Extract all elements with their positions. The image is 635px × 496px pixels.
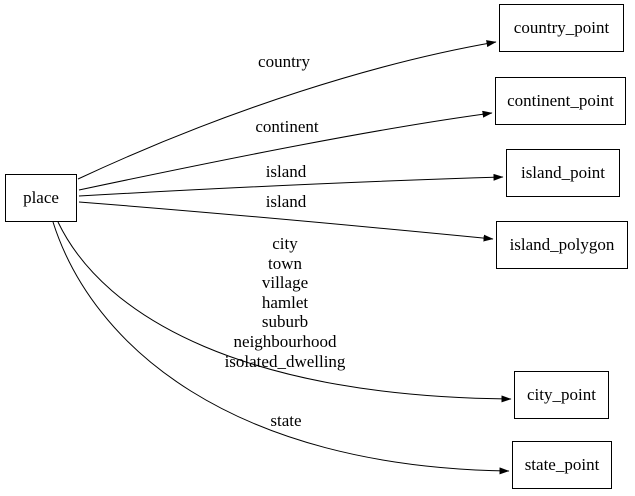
edge-place-island-polygon bbox=[78, 201, 494, 242]
node-continent-point: continent_point bbox=[495, 77, 626, 125]
edge-label-town: town bbox=[268, 253, 302, 273]
edge-label-isolated-dwelling: isolated_dwelling bbox=[224, 351, 346, 371]
node-island-point-label: island_point bbox=[520, 163, 606, 182]
node-place-label: place bbox=[23, 188, 59, 207]
edge-label-state: state bbox=[270, 411, 302, 430]
edge-label-neighbourhood: neighbourhood bbox=[233, 331, 337, 351]
node-country-point: country_point bbox=[499, 4, 624, 52]
edge-place-island-point bbox=[78, 173, 504, 197]
edge-label-city-group: city town village hamlet suburb neighbou… bbox=[225, 234, 346, 371]
node-state-point: state_point bbox=[512, 441, 612, 489]
node-country-point-label: country_point bbox=[513, 18, 610, 37]
node-place: place bbox=[5, 174, 77, 222]
edge-label-continent: continent bbox=[255, 117, 319, 136]
edge-label-island-1: island bbox=[265, 162, 307, 181]
edge-label-hamlet: hamlet bbox=[261, 292, 309, 312]
node-island-polygon-label: island_polygon bbox=[509, 235, 615, 254]
node-continent-point-label: continent_point bbox=[507, 91, 614, 110]
edge-place-country-point bbox=[77, 40, 497, 180]
node-state-point-label: state_point bbox=[524, 455, 600, 474]
edge-label-island-2: island bbox=[265, 192, 307, 211]
edge-place-state-point bbox=[52, 221, 510, 475]
edge-label-suburb: suburb bbox=[261, 312, 309, 332]
edge-label-country: country bbox=[258, 52, 310, 71]
edge-place-city-point bbox=[57, 221, 512, 403]
edge-place-continent-point bbox=[78, 110, 493, 191]
edge-label-village: village bbox=[261, 273, 309, 293]
node-island-polygon: island_polygon bbox=[496, 221, 628, 269]
node-city-point: city_point bbox=[514, 371, 609, 419]
node-island-point: island_point bbox=[506, 149, 620, 197]
node-city-point-label: city_point bbox=[527, 385, 596, 404]
edge-label-city: city bbox=[272, 234, 298, 253]
